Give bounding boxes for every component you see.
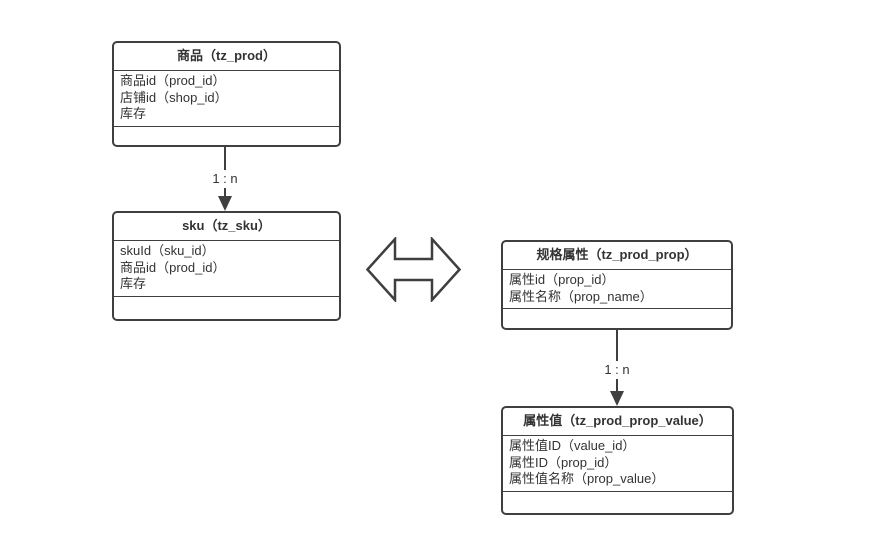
entity-footer xyxy=(503,309,731,328)
entity-prod: 商品（tz_prod） 商品id（prod_id） 店铺id（shop_id） … xyxy=(112,41,341,147)
entity-field: 库存 xyxy=(120,106,147,121)
entity-fields: 属性id（prop_id） 属性名称（prop_name） xyxy=(503,270,731,309)
entity-title: sku（tz_sku） xyxy=(114,213,339,241)
entity-footer xyxy=(114,127,339,146)
entity-field: 商品id（prod_id） xyxy=(120,259,226,275)
entity-field: 属性值ID（value_id） xyxy=(509,438,636,453)
entity-field: 商品id（prod_id） xyxy=(120,73,226,88)
relation-label: 1 : n xyxy=(594,361,640,379)
entity-prop-value: 属性值（tz_prod_prop_value） 属性值ID（value_id） … xyxy=(501,406,734,515)
entity-title: 属性值（tz_prod_prop_value） xyxy=(503,408,732,436)
entity-field: 店铺id（shop_id） xyxy=(120,89,228,105)
entity-fields: 商品id（prod_id） 店铺id（shop_id） 库存 xyxy=(114,71,339,127)
entity-fields: skuId（sku_id） 商品id（prod_id） 库存 xyxy=(114,241,339,297)
relation-label: 1 : n xyxy=(202,170,248,188)
entity-field: 属性id（prop_id） xyxy=(509,272,615,287)
relation-line-prop-value xyxy=(616,330,618,391)
entity-fields: 属性值ID（value_id） 属性ID（prop_id） 属性值名称（prop… xyxy=(503,436,732,492)
entity-field: 属性名称（prop_name） xyxy=(509,288,653,304)
entity-title: 规格属性（tz_prod_prop） xyxy=(503,242,731,270)
entity-prop: 规格属性（tz_prod_prop） 属性id（prop_id） 属性名称（pr… xyxy=(501,240,733,330)
down-arrow-icon xyxy=(610,391,624,406)
double-arrow-icon xyxy=(366,237,461,302)
entity-sku: sku（tz_sku） skuId（sku_id） 商品id（prod_id） … xyxy=(112,211,341,321)
entity-footer xyxy=(114,297,339,320)
entity-field: 属性ID（prop_id） xyxy=(509,454,618,470)
down-arrow-icon xyxy=(218,196,232,211)
entity-title: 商品（tz_prod） xyxy=(114,43,339,71)
entity-field: 属性值名称（prop_value） xyxy=(509,471,665,486)
entity-field: 库存 xyxy=(120,276,147,291)
entity-field: skuId（sku_id） xyxy=(120,243,215,258)
entity-footer xyxy=(503,492,732,514)
